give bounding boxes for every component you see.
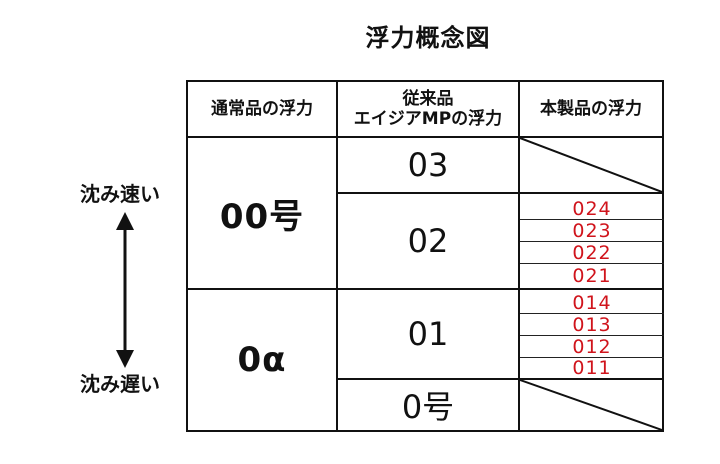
row-divider	[336, 192, 662, 194]
sub-value-row: 021	[520, 264, 664, 286]
sink-slow-label: 沈み遅い	[80, 372, 160, 396]
group-label-00: 00号	[219, 196, 305, 237]
not-applicable-cell	[520, 138, 662, 192]
header-this-product: 本製品の浮力	[520, 82, 662, 136]
header-previous: 従来品 エイジアMPの浮力	[338, 82, 518, 136]
sub-value-row: 023	[520, 220, 664, 242]
row-value: 0号	[338, 380, 518, 430]
row-value-02: 02	[407, 222, 449, 260]
sub-value: 012	[572, 336, 612, 358]
not-applicable-cell	[520, 380, 662, 430]
group-label: 0α	[188, 290, 336, 430]
header-divider	[188, 136, 662, 138]
group-label: 00号	[188, 138, 336, 288]
sub-value: 023	[572, 220, 612, 242]
header-standard-text: 通常品の浮力	[211, 98, 313, 119]
diagram-title: 浮力概念図	[365, 24, 491, 52]
row-value: 03	[338, 138, 518, 192]
double-arrow-icon	[116, 212, 134, 368]
sub-value-row: 014	[520, 292, 664, 314]
sub-value-row: 012	[520, 336, 664, 358]
row-divider	[336, 378, 662, 380]
buoyancy-table: 通常品の浮力 従来品 エイジアMPの浮力 本製品の浮力 00号 0α 03 02…	[186, 80, 664, 432]
sub-value: 024	[572, 198, 612, 220]
header-previous-line2: エイジアMPの浮力	[353, 109, 503, 129]
group-divider	[188, 288, 662, 290]
header-standard: 通常品の浮力	[188, 82, 336, 136]
sub-value: 022	[572, 242, 612, 264]
sub-value-row: 022	[520, 242, 664, 264]
sub-value: 013	[572, 314, 612, 336]
header-previous-line1: 従来品	[402, 88, 454, 109]
sub-value: 021	[572, 265, 612, 287]
sub-value-row: 013	[520, 314, 664, 336]
sub-value: 014	[572, 292, 612, 314]
sub-value-row: 024	[520, 198, 664, 220]
column-divider	[518, 82, 520, 430]
sub-value-row: 011	[520, 356, 664, 378]
header-this-product-text: 本製品の浮力	[540, 98, 642, 119]
column-divider	[336, 82, 338, 430]
row-value-03: 03	[407, 146, 449, 184]
sink-fast-label: 沈み速い	[80, 182, 160, 206]
row-value: 02	[338, 194, 518, 288]
row-value-01: 01	[407, 315, 449, 353]
group-label-0a: 0α	[237, 340, 287, 380]
sub-value: 011	[572, 357, 612, 379]
row-value-0go: 0号	[401, 388, 455, 426]
row-value: 01	[338, 290, 518, 378]
